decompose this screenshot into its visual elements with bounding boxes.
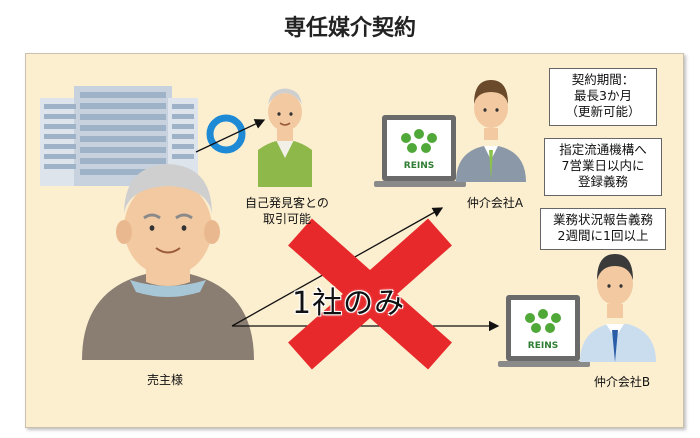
seller-icon <box>82 164 254 360</box>
agent-b-label: 仲介会社B <box>593 375 651 389</box>
status-report-obligation-box: 業務状況報告義務 2週間に1回以上 <box>540 208 666 250</box>
self-found-customer-icon <box>258 88 312 187</box>
only-one-company-label: 1社のみ <box>292 286 406 321</box>
allowed-circle-icon <box>206 114 246 154</box>
registration-obligation-box: 指定流通機構へ 7営業日以内に 登録義務 <box>544 138 662 196</box>
reins-logo-b: REINS <box>527 341 559 351</box>
contract-period-box: 契約期間： 最長3か月 （更新可能） <box>549 68 657 126</box>
agent-a-laptop-icon <box>374 115 466 187</box>
arrow-to-self-customer <box>195 119 266 153</box>
agent-a-person-icon <box>456 80 526 182</box>
agent-a-label: 仲介会社A <box>466 196 524 210</box>
self-found-customer-label: 自己発見客との 取引可能 <box>245 196 329 226</box>
seller-label: 売主様 <box>146 373 183 387</box>
agent-b-laptop-icon <box>498 295 590 367</box>
diagram-title: 専任媒介契約 <box>283 16 416 41</box>
reins-logo-a: REINS <box>403 161 435 171</box>
prohibited-cross-icon <box>288 218 452 370</box>
agent-b-person-icon <box>580 254 656 362</box>
